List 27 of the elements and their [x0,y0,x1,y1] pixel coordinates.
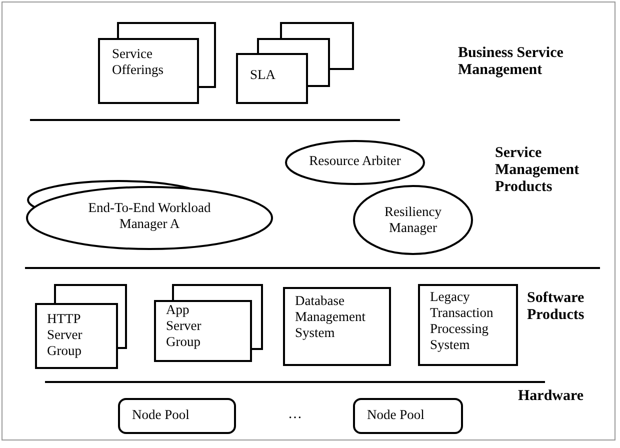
ellipse-shape [285,140,425,185]
stacked-boxes [236,22,354,104]
node-label: Node Pool [367,407,426,423]
section-heading: Software Products [527,290,586,324]
node-label: Resiliency Manager [384,204,442,236]
node-label: SLA [250,67,277,83]
section-heading: Business Service Management [458,45,564,79]
box [283,287,391,366]
ellipsis-text: … [288,406,303,423]
node-label: Service Offerings [112,46,164,78]
node-label: HTTP Server Group [47,311,84,359]
rounded-box [353,398,463,434]
stacked-boxes [98,22,216,104]
stacked-boxes [35,284,127,369]
node-label: Database Management System [295,293,366,341]
node-label: App Server Group [166,302,202,350]
ellipse-shape [353,185,473,255]
node-label: Resource Arbiter [308,153,402,169]
stacked-ellipses [26,180,273,250]
section-heading: Hardware [518,388,585,405]
node-label: Legacy Transaction Processing System [430,289,494,353]
section-heading: Service Management Products [495,145,580,196]
box [418,284,518,366]
rounded-box [118,398,236,434]
node-label: Node Pool [132,407,190,423]
stacked-boxes [154,284,263,362]
node-label: End-To-End Workload Manager A [87,200,212,232]
